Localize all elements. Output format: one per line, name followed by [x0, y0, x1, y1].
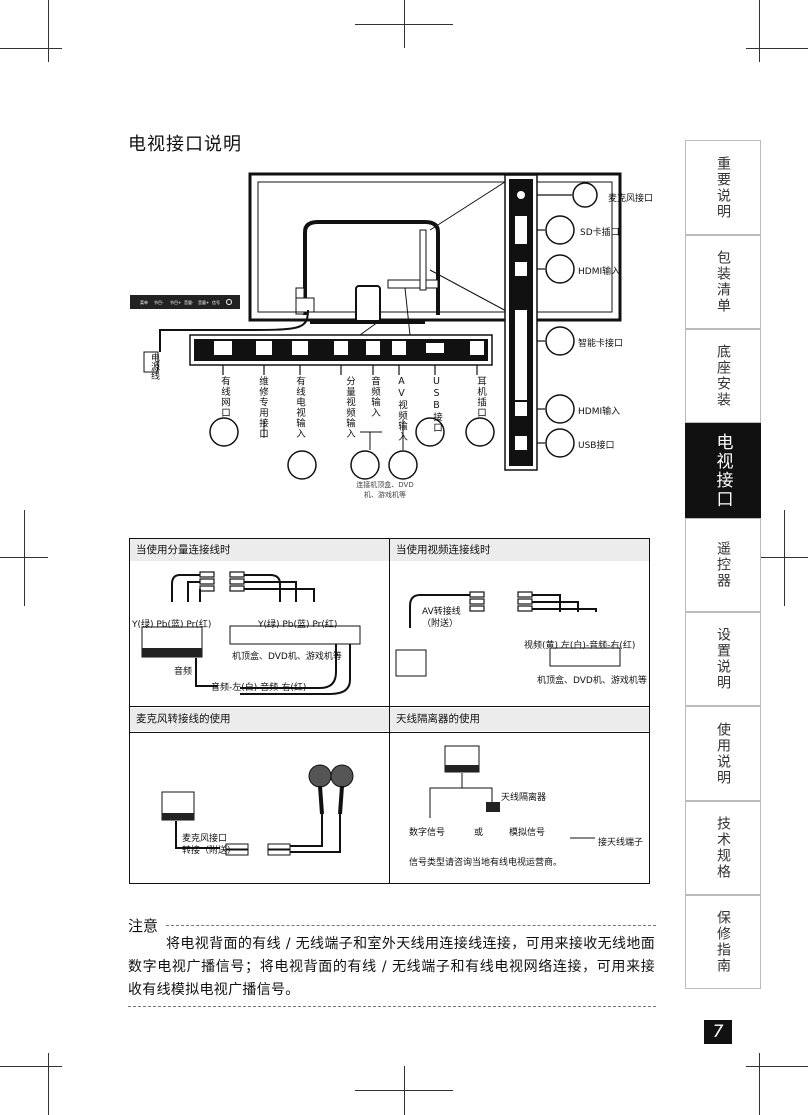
tab-important[interactable]: 重要说明	[685, 140, 761, 235]
header-video: 当使用视频连接线时	[390, 539, 649, 561]
crop-mark	[355, 24, 453, 25]
table-divider	[129, 732, 650, 733]
audio-lr-label: 音频-左(白) 音频-右(红)	[211, 683, 307, 693]
note-divider	[128, 1006, 656, 1007]
digital-signal-label: 数字信号	[409, 828, 446, 838]
tv-back-diagram: 菜单 节目- 节目+音量- 音量+信号	[130, 172, 622, 480]
crop-mark	[0, 48, 62, 49]
port-label-service: 维修专用接口	[257, 376, 268, 439]
tab-label: 重要说明	[715, 155, 731, 220]
side-label-hdmi1: HDMI输入	[578, 267, 621, 277]
crop-mark	[746, 48, 808, 49]
settop-note: 连接机顶盒、DVD机、游戏机等	[356, 481, 414, 499]
or-label: 或	[474, 828, 484, 838]
power-cord-label: 电源线	[149, 353, 159, 380]
svg-text:音量+: 音量+	[198, 299, 209, 305]
mic-cable-label: 麦克风接口 转接（附送）	[182, 834, 237, 856]
video-audio-label: 视频(黄) 左(白)-音频-右(红)	[524, 641, 636, 651]
audio-label: 音频	[174, 667, 193, 677]
note-title: 注意	[128, 917, 159, 935]
crop-mark	[0, 557, 48, 558]
crop-mark	[24, 510, 25, 606]
header-mic: 麦克风转接线的使用	[130, 708, 389, 731]
video-cable-diagram	[395, 591, 621, 677]
table-divider	[129, 706, 650, 707]
tab-settings[interactable]: 设置说明	[685, 612, 761, 706]
svg-text:菜单: 菜单	[140, 299, 148, 305]
crop-mark	[355, 1090, 453, 1091]
tab-label: 设置说明	[715, 627, 731, 691]
tab-label: 电视接口	[712, 432, 733, 509]
crop-mark	[784, 510, 785, 606]
crop-mark	[746, 1066, 808, 1067]
table-divider	[389, 538, 390, 884]
mic-cable-diagram	[161, 764, 354, 856]
port-label-lan: 有线网口	[219, 376, 230, 418]
tab-label: 包装清单	[715, 250, 731, 314]
svg-text:节目-: 节目-	[154, 300, 164, 305]
svg-text:音量-: 音量-	[184, 299, 194, 305]
header-antenna: 天线隔离器的使用	[390, 708, 649, 731]
crop-mark	[759, 1053, 760, 1115]
tab-label: 底座安装	[715, 344, 731, 408]
port-label-av: AV视频输入	[396, 376, 407, 442]
crop-mark	[0, 1066, 62, 1067]
crop-mark	[760, 557, 808, 558]
tab-specs[interactable]: 技术规格	[685, 801, 761, 895]
crop-mark	[759, 0, 760, 62]
crop-mark	[48, 0, 49, 62]
analog-signal-label: 模拟信号	[509, 828, 546, 838]
port-label-component: 分量视频输入	[344, 376, 355, 439]
side-label-hdmi2: HDMI输入	[578, 407, 621, 417]
tab-tv-ports[interactable]: 电视接口	[685, 423, 761, 518]
side-label-mic: 麦克风接口	[608, 194, 654, 204]
ypbpr-left-label: Y(绿) Pb(蓝) Pr(红)	[132, 620, 212, 630]
page-number: 7	[704, 1020, 732, 1044]
ypbpr-right-label: Y(绿) Pb(蓝) Pr(红)	[258, 620, 338, 630]
svg-text:节目+: 节目+	[170, 300, 181, 305]
port-label-audio: 音频输入	[369, 376, 380, 418]
tab-label: 保修指南	[715, 910, 731, 974]
side-label-usb: USB接口	[578, 441, 615, 451]
tab-remote[interactable]: 遥控器	[685, 518, 761, 612]
crop-mark	[48, 1053, 49, 1115]
header-component: 当使用分量连接线时	[130, 539, 389, 561]
antenna-note: 信号类型请咨询当地有线电视运营商。	[409, 858, 563, 868]
tab-stand[interactable]: 底座安装	[685, 329, 761, 423]
tab-usage[interactable]: 使用说明	[685, 706, 761, 801]
av-cable-label: AV转接线 （附送）	[422, 607, 461, 629]
page-title: 电视接口说明	[128, 134, 242, 155]
note-body: 将电视背面的有线 / 无线端子和室外天线用连接线连接，可用来接收无线地面数字电视…	[128, 936, 655, 998]
note-divider	[166, 925, 656, 926]
tab-label: 技术规格	[715, 816, 731, 880]
side-label-smartcard: 智能卡接口	[578, 339, 624, 349]
isolator-label: 天线隔离器	[501, 793, 547, 803]
side-label-sd: SD卡插口	[580, 228, 620, 238]
port-label-headphone: 耳机插口	[475, 376, 486, 418]
antenna-diagram	[429, 745, 595, 839]
antenna-end-label: 接天线端子	[598, 838, 644, 848]
video-devices-label: 机顶盒、DVD机、游戏机等	[537, 676, 647, 686]
port-label-antenna: 有线电视输入	[294, 376, 305, 439]
tab-warranty[interactable]: 保修指南	[685, 895, 761, 989]
table-divider	[129, 560, 650, 561]
port-label-usb: USB接口	[431, 376, 442, 433]
tab-label: 使用说明	[715, 721, 731, 786]
tab-label: 遥控器	[715, 541, 731, 589]
component-cable-diagram	[141, 571, 361, 695]
component-devices-label: 机顶盒、DVD机、游戏机等	[232, 652, 342, 662]
tab-package[interactable]: 包装清单	[685, 235, 761, 329]
svg-text:信号: 信号	[212, 299, 220, 305]
